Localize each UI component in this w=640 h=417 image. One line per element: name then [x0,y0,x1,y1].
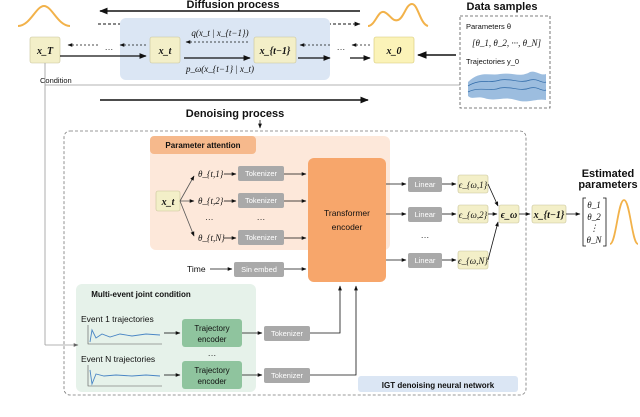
denoising-title: Denoising process [186,108,284,120]
tokenizer-box-N [238,230,284,245]
trajectory-encoder-1-line2: encoder [198,335,227,344]
trajectories-plot [467,71,547,102]
theta-2: θ_{t,2} [198,196,224,206]
estimated-theta-2: θ_2 [587,212,601,222]
event1-axes [87,325,162,345]
linear-ellipsis: ··· [421,232,430,242]
condition-tokenizer-label-1: Tokenizer [271,329,304,338]
linear-box-1 [408,177,442,192]
arrow-condtokN-transformer [310,285,358,376]
estimated-bracket-left [582,197,586,247]
tokenizer-box-1 [238,166,284,181]
estimated-title-1: Estimated [582,168,635,180]
transformer-label-1: Transformer [324,208,370,218]
trajectories-label: Trajectories y_0 [466,57,519,66]
tokenizer-label-N: Tokenizer [245,233,278,242]
linear-box-2 [408,207,442,222]
linear-box-N [408,253,442,268]
sin-embed-label: Sin embed [241,265,277,274]
trajectory-encoder-1-line1: Trajectory [194,324,229,333]
epsilon-2: ϵ_{ω,2} [459,210,488,220]
parameter-attention-title: Parameter attention [165,141,240,150]
eventN-label: Event N trajectories [81,354,155,364]
parameters-label: Parameters θ [466,22,511,31]
data-samples-title: Data samples [467,1,538,13]
reverse-p-label: p_ω(x_{t−1} | x_t) [185,64,254,74]
multi-event-title: Multi-event joint condition [91,290,191,299]
arrow-condtok1-transformer [310,285,342,334]
xT-distribution-curve [17,4,71,27]
diffusion-panel [120,18,330,80]
arrow-epsN-combined [487,221,499,261]
estimated-theta-1: θ_1 [587,200,600,210]
data-samples-box [459,15,551,109]
x0-distribution-curve [367,2,429,27]
arrow-to-thetaN [179,200,195,237]
transformer-encoder-box [308,158,386,282]
state-label-xt: x_t [158,46,173,57]
state-label-xt-1: x_{t−1} [259,46,291,57]
epsilon-1: ϵ_{ω,1} [459,180,488,190]
sin-embed-box [234,262,284,277]
trajectory-encoder-N-line2: encoder [198,377,227,386]
tokenizer-label-2: Tokenizer [245,196,278,205]
theta-N: θ_{t,N} [198,233,225,243]
epsilon-combined: ϵ_ω [501,210,518,221]
parameter-attention-tab [150,136,256,154]
state-label-xT: x_T [36,46,54,57]
trajectory-encoder-box-N [182,361,242,389]
condition-tokenizer-box-1 [264,326,310,341]
state-box-xt [149,36,181,64]
arrow-to-theta1 [179,175,195,202]
network-label: IGT denoising neural network [382,381,495,390]
eventN-trajectory [89,369,161,386]
encoder-ellipsis: ··· [208,350,217,360]
estimated-theta-dots: ⋮ [590,223,599,233]
estimated-distribution-curve [609,199,639,245]
theta-ellipsis: ··· [205,214,214,224]
diffusion-title: Diffusion process [187,0,280,11]
state-label-x0: x_0 [386,46,402,57]
parameters-vector: [θ_1, θ_2, ···, θ_N] [472,38,542,48]
ellipsis-left: ··· [105,44,114,54]
input-xt-label: x_t [161,197,176,208]
estimated-bracket-right [603,197,607,247]
tokenizer-ellipsis: ··· [257,214,266,224]
linear-label-1: Linear [415,180,436,189]
network-box [63,130,527,396]
transformer-label-2: encoder [332,222,363,232]
tokenizer-box-2 [238,193,284,208]
event1-label: Event 1 trajectories [81,314,154,324]
event1-trajectory [89,328,161,343]
state-box-x0 [373,36,415,64]
epsilon-N: ϵ_{ω,N} [458,256,488,266]
condition-label: Condition [40,76,72,85]
time-label: Time [187,264,206,274]
output-x-label: x_{t−1} [533,210,565,221]
condition-tokenizer-box-N [264,368,310,383]
condition-tokenizer-label-N: Tokenizer [271,371,304,380]
linear-label-N: Linear [415,256,436,265]
forward-q-label: q(x_t | x_{t−1}) [191,28,248,38]
trajectory-encoder-box-1 [182,319,242,347]
trajectory-encoder-N-line1: Trajectory [194,366,229,375]
arrow-eps1-combined [487,183,499,207]
theta-1: θ_{t,1} [198,169,224,179]
network-label-box [358,376,518,392]
ellipsis-right: ··· [337,44,346,54]
estimated-theta-N: θ_N [587,235,603,245]
estimated-title-2: parameters [578,179,637,191]
linear-label-2: Linear [415,210,436,219]
eventN-axes [87,365,162,387]
state-box-xt-1 [253,36,297,64]
tokenizer-label-1: Tokenizer [245,169,278,178]
